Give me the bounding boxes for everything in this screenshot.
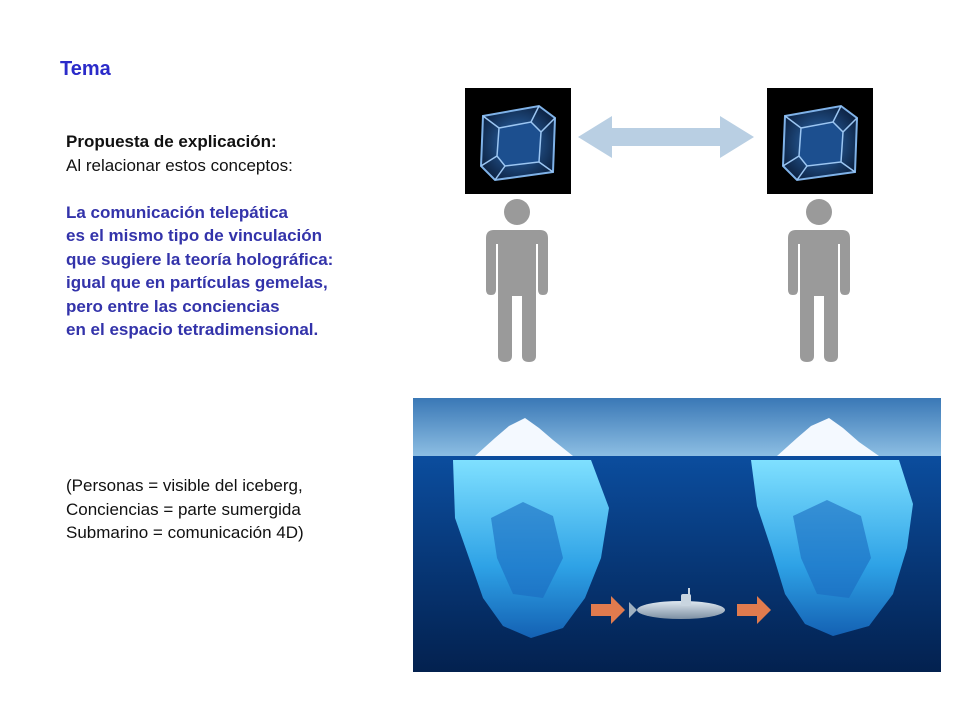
statement-line: en el espacio tetradimensional.: [66, 320, 319, 339]
person-icon: [486, 198, 548, 362]
statement-line: que sugiere la teoría holográfica:: [66, 249, 334, 269]
tesseract-icon: [465, 88, 571, 194]
legend-line: Submarino = comunicación 4D): [66, 523, 304, 542]
legend-note: (Personas = visible del iceberg, Concien…: [66, 474, 304, 545]
tesseract-icon: [767, 88, 873, 194]
statement-line: La comunicación telepática: [66, 202, 289, 222]
explanation-heading: Propuesta de explicación:: [66, 132, 277, 151]
orange-arrow-icon: [591, 596, 625, 624]
statement-line: igual que en partículas gemelas,: [66, 273, 328, 292]
iceberg-image: [413, 398, 941, 672]
statement-line: es el mismo tipo de vinculación: [66, 226, 323, 245]
orange-arrow-icon: [737, 596, 771, 624]
person-icon: [788, 198, 850, 362]
legend-line: (Personas = visible del iceberg,: [66, 476, 303, 495]
statement-line: pero entre las conciencias: [66, 296, 280, 316]
explanation-intro: Al relacionar estos conceptos:: [66, 155, 293, 175]
slide-title: Tema: [60, 58, 111, 80]
explanation-block: Propuesta de explicación: Al relacionar …: [66, 130, 333, 342]
submarine-icon: [629, 588, 725, 619]
legend-line: Conciencias = parte sumergida: [66, 499, 301, 519]
double-arrow-icon: [578, 116, 754, 163]
